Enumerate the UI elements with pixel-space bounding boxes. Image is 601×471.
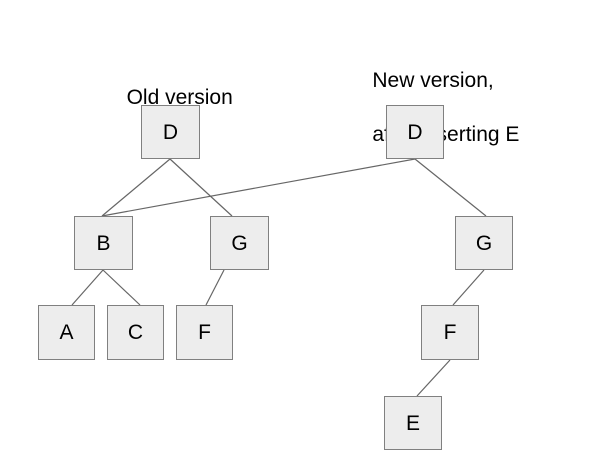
node-new-d[interactable]: D [386, 105, 444, 159]
node-new-f-label: F [443, 321, 457, 344]
node-new-e[interactable]: E [384, 396, 442, 450]
node-new-d-label: D [407, 120, 423, 144]
node-old-d-label: D [162, 120, 179, 144]
caption-old-version-line-1: Old version [126, 86, 233, 109]
node-old-g-label: G [231, 231, 248, 255]
edge-new-f-to-new-e [416, 359, 451, 397]
edge-old-d-to-old-g [169, 158, 233, 217]
caption-old-version: Old version [78, 57, 258, 138]
node-old-f-label: F [198, 321, 211, 344]
node-new-g-label: G [475, 231, 493, 255]
node-old-a[interactable]: A [38, 305, 95, 360]
edge-old-g-to-old-f [205, 269, 225, 306]
node-new-f[interactable]: F [421, 305, 479, 360]
node-old-b[interactable]: B [74, 216, 133, 270]
node-old-g[interactable]: G [210, 216, 269, 270]
node-old-c[interactable]: C [107, 305, 164, 360]
caption-new-version-line-1: New version, [372, 69, 494, 92]
edge-new-g-to-new-f [452, 269, 485, 306]
edge-old-b-to-old-a [71, 269, 104, 306]
node-new-g[interactable]: G [455, 216, 513, 270]
node-old-a-label: A [59, 321, 74, 344]
node-old-b-label: B [96, 231, 111, 255]
edge-old-d-to-old-b [101, 158, 171, 217]
node-new-e-label: E [405, 411, 420, 435]
edge-old-b-to-old-c [102, 269, 141, 306]
node-old-d[interactable]: D [141, 105, 200, 159]
node-old-f[interactable]: F [176, 305, 233, 360]
node-old-c-label: C [127, 321, 144, 344]
